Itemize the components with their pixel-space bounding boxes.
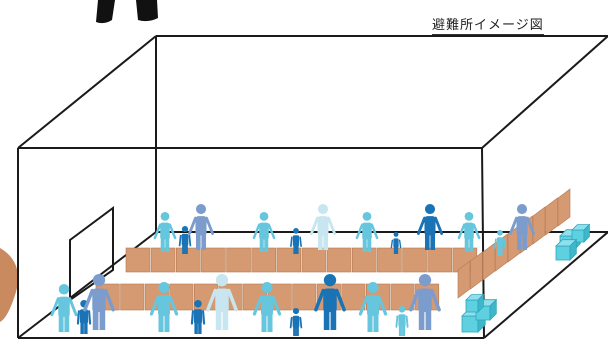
partition-panel (482, 242, 496, 281)
person-icon (358, 282, 388, 332)
partition-panel (120, 283, 145, 311)
person-icon (206, 274, 238, 330)
partition-panel (301, 247, 327, 273)
person-icon (289, 308, 303, 336)
person-icon (76, 300, 92, 334)
person-icon (187, 204, 215, 250)
partition-row-back (125, 247, 478, 273)
person-icon (252, 212, 276, 252)
partition-panel (427, 247, 452, 273)
partition-panel (201, 247, 226, 273)
person-icon (494, 230, 506, 256)
supply-box-icon (555, 238, 578, 261)
person-icon (508, 204, 536, 250)
partition-panel (341, 283, 366, 311)
person-icon (457, 212, 481, 252)
person-icon (190, 300, 206, 334)
person-icon (153, 212, 177, 252)
partition-panel (292, 283, 317, 311)
partition-panel (557, 188, 571, 227)
partition-panel (326, 247, 352, 273)
partition-panel (226, 247, 251, 273)
person-icon (390, 232, 402, 254)
person-icon (314, 274, 346, 330)
partition-panel (532, 206, 546, 245)
person-icon (409, 274, 441, 330)
person-icon (252, 282, 282, 332)
person-icon (395, 306, 409, 336)
person-icon (355, 212, 379, 252)
door-icon (69, 206, 114, 302)
person-icon (290, 228, 302, 254)
people-group (50, 204, 536, 336)
person-icon (83, 274, 115, 330)
partition-row-diagonal (457, 188, 571, 299)
supply-boxes (461, 223, 591, 333)
partial-circle-shape (0, 248, 18, 322)
person-icon (416, 204, 444, 250)
person-icon (50, 284, 78, 332)
partition-panel (457, 260, 471, 299)
supply-box-icon (571, 223, 591, 243)
person-icon (309, 204, 337, 250)
partition-panel (125, 247, 151, 273)
diagram-caption: 避難所イメージ図 (432, 14, 544, 35)
person-icon (149, 282, 179, 332)
standing-person-silhouette-icon (96, 0, 158, 24)
partition-panel (470, 251, 483, 290)
supply-box-icon (465, 293, 485, 313)
person-icon (178, 226, 192, 254)
partition-panel (175, 247, 201, 273)
partition-panel (402, 247, 427, 273)
partition-panel (545, 197, 558, 236)
